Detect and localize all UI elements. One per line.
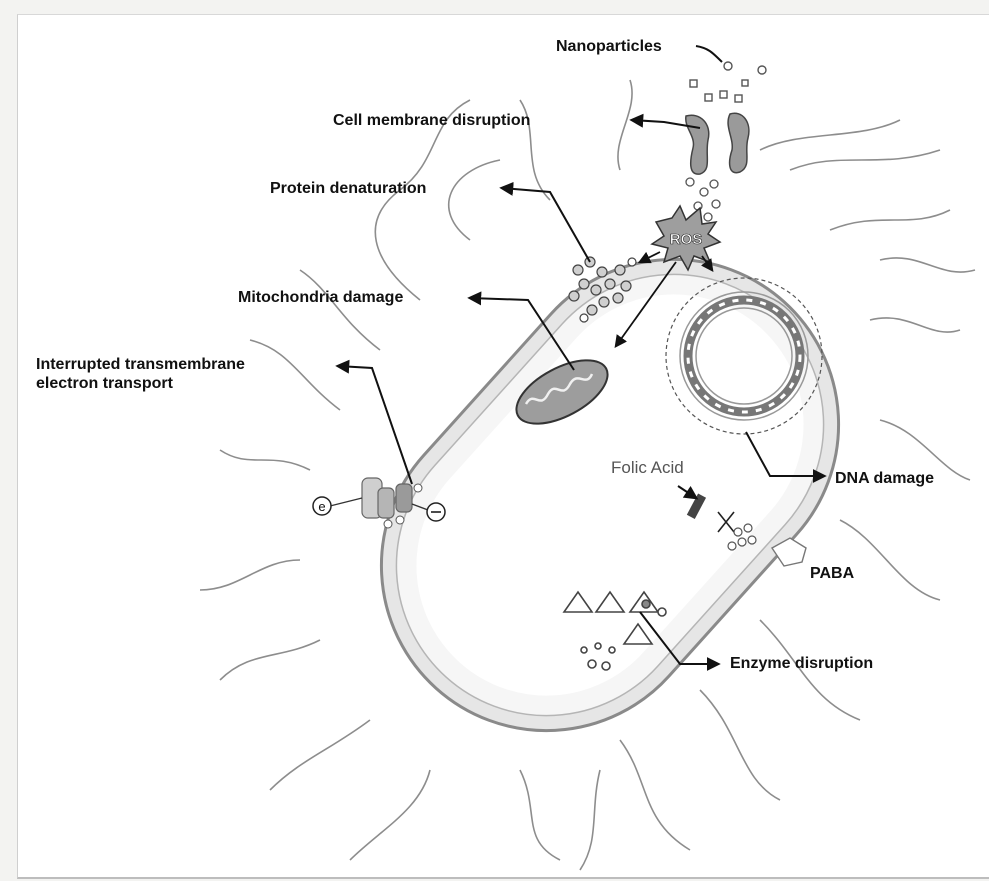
membrane-disruption-label: Cell membrane disruption — [333, 111, 530, 130]
mitochondria-damage-label: Mitochondria damage — [238, 288, 403, 307]
nanoparticles-label: Nanoparticles — [556, 37, 662, 56]
electron-transport-label: Interrupted transmembrane electron trans… — [36, 355, 245, 393]
enzyme-disruption-label: Enzyme disruption — [730, 654, 873, 673]
electron-left: e — [313, 497, 331, 515]
folic-acid-label: Folic Acid — [611, 458, 684, 477]
membrane-channel — [686, 113, 749, 174]
electron-left-label: e — [318, 499, 325, 514]
protein-denaturation-label: Protein denaturation — [270, 179, 426, 198]
paba-label: PABA — [810, 564, 854, 583]
nanoparticles-cluster — [690, 62, 766, 102]
ros-label: ROS — [670, 231, 703, 248]
electron-right — [427, 503, 445, 521]
dna-damage-label: DNA damage — [835, 469, 934, 488]
internal-particles — [686, 178, 720, 221]
